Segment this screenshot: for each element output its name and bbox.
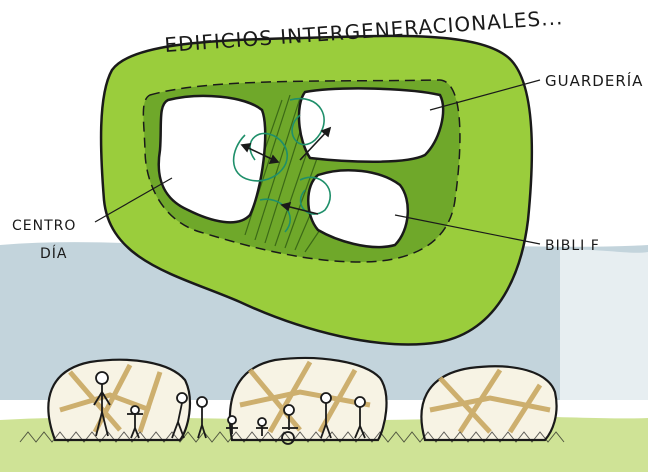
sky-wash-right <box>560 250 648 440</box>
room-centro-dia <box>159 96 265 222</box>
pavilion-right <box>421 366 556 440</box>
room-guarderia <box>299 88 443 161</box>
label-biblio: BIBLI F <box>545 238 600 254</box>
label-centro: CENTRO <box>12 218 76 234</box>
label-guarderia: GUARDERÍA <box>545 71 643 90</box>
label-dia: DÍA <box>40 245 68 262</box>
pavilion-left <box>48 360 190 440</box>
